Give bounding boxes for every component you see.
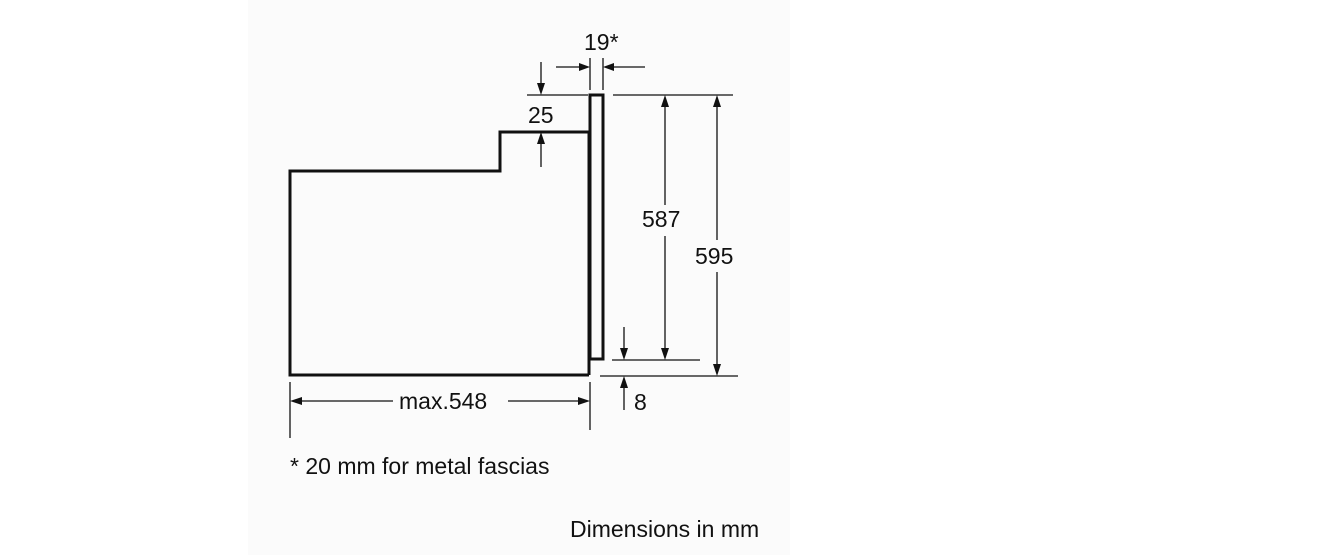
arrow-head — [713, 364, 721, 376]
inner-height-label: 587 — [642, 206, 680, 232]
bottom-offset-label: 8 — [634, 389, 647, 415]
top-step-dimension: 25 — [527, 62, 588, 167]
arrow-head — [537, 132, 545, 144]
arrow-head — [578, 397, 590, 405]
oven-body-outline — [288, 130, 591, 377]
fascia-thickness-label: 19* — [584, 29, 619, 55]
arrow-head — [713, 95, 721, 107]
arrow-head — [603, 63, 614, 71]
arrow-head — [661, 95, 669, 107]
inner-height-dimension: 587 — [612, 94, 733, 361]
total-height-label: 595 — [695, 243, 733, 269]
arrow-head — [537, 83, 545, 95]
total-height-dimension: 595 — [600, 95, 738, 377]
fascia-panel — [588, 93, 605, 361]
footnote: * 20 mm for metal fascias — [290, 453, 549, 479]
arrow-head — [661, 348, 669, 360]
arrow-head — [579, 63, 590, 71]
arrow-head — [620, 348, 628, 360]
diagram-background — [248, 0, 790, 555]
depth-dimension: max.548 — [289, 382, 591, 438]
units-caption: Dimensions in mm — [570, 516, 759, 542]
bottom-offset-dimension: 8 — [620, 327, 647, 415]
top-step-label: 25 — [528, 102, 554, 128]
depth-label: max.548 — [399, 388, 487, 414]
arrow-head — [290, 397, 302, 405]
arrow-head — [620, 376, 628, 388]
fascia-thickness-dimension: 19* — [556, 29, 645, 90]
